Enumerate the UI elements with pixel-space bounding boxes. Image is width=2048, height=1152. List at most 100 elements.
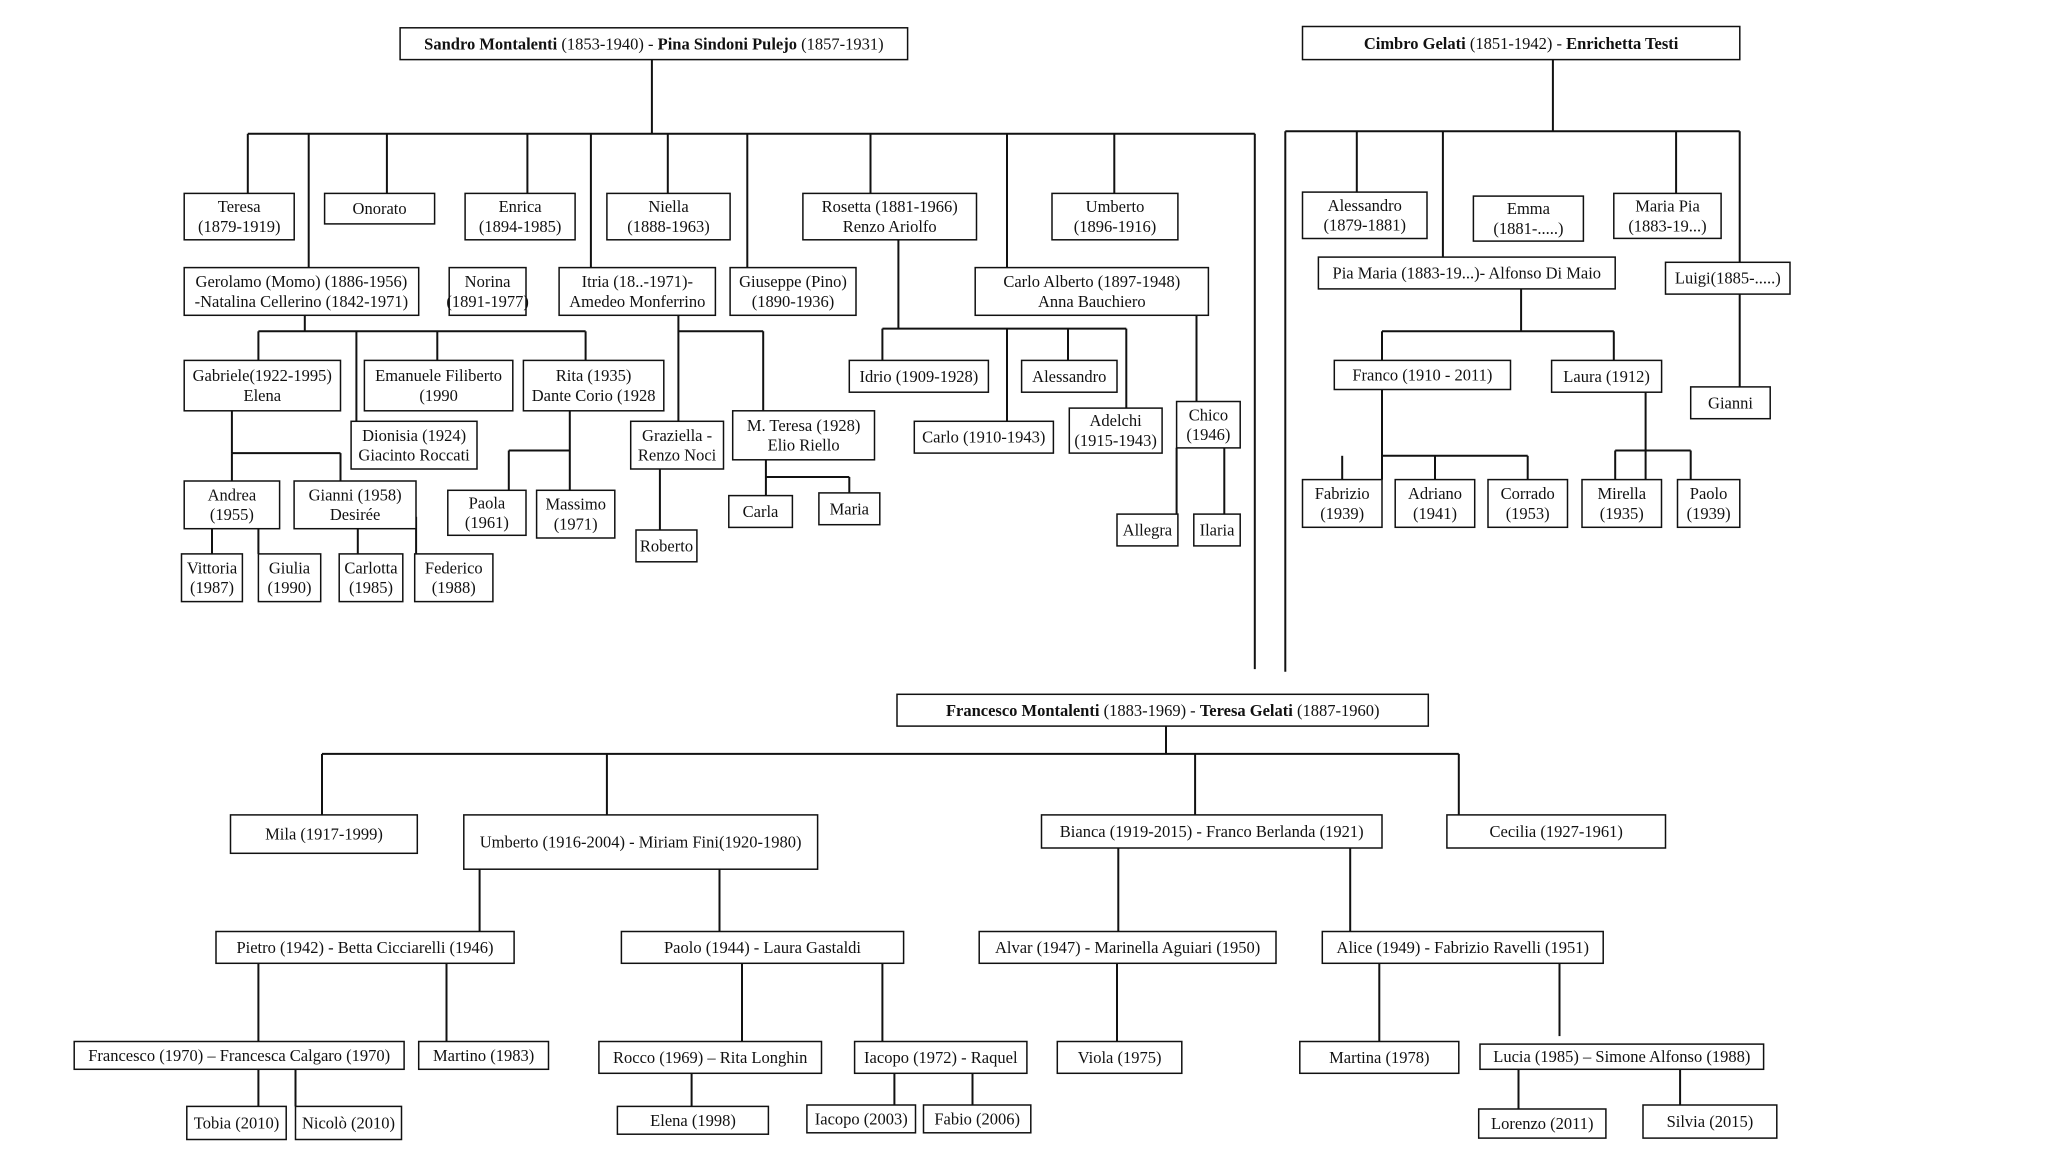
node-box [1479, 1043, 1765, 1071]
person-node-vittoria: Vittoria(1987) [180, 553, 244, 603]
person-node-fabio: Fabio (2006) [922, 1104, 1032, 1134]
node-text: (1887-1960) [1293, 701, 1380, 720]
node-label: Bianca (1919-2015) - Franco Berlanda (19… [1060, 822, 1364, 841]
node-box [1613, 192, 1722, 240]
node-label: Carlo (1910-1943) [922, 428, 1045, 447]
node-label: Idrio (1909-1928) [860, 367, 979, 386]
node-box [73, 1040, 405, 1071]
node-label: (1881-.....) [1493, 219, 1563, 238]
node-label: Umberto (1916-2004) - Miriam Fini(1920-1… [480, 833, 802, 852]
node-box [728, 494, 794, 529]
node-label: (1894-1985) [479, 217, 561, 236]
person-node-roberto: Roberto [635, 529, 698, 563]
node-name-bold: Enrichetta Testi [1566, 34, 1679, 53]
node-text: (1857-1931) [797, 34, 884, 53]
node-box [535, 489, 616, 539]
node-label: (1891-1977) [446, 292, 528, 311]
node-box [1689, 386, 1771, 420]
person-node-allegra: Allegra [1116, 513, 1179, 547]
node-box [463, 814, 819, 870]
node-box [616, 1105, 770, 1135]
node-box [606, 192, 731, 241]
person-node-franco-1910: Franco (1910 - 2011) [1333, 359, 1512, 391]
node-label: Dionisia (1924) [362, 426, 466, 445]
node-label: Gerolamo (Momo) (1886-1956) [196, 272, 408, 291]
node-box [853, 1040, 1028, 1075]
person-node-martino: Martino (1983) [417, 1040, 550, 1071]
node-label: Emma [1507, 199, 1551, 218]
node-label: Roberto [640, 536, 693, 555]
node-label: Dante Corio (1928 [532, 386, 656, 405]
person-node-francesco-1970: Francesco (1970) – Francesca Calgaro (19… [73, 1040, 405, 1071]
node-box [729, 266, 857, 317]
person-node-paolo-1939: Paolo(1939) [1676, 478, 1741, 529]
node-label: Renzo Ariolfo [843, 217, 937, 236]
node-box [978, 930, 1277, 965]
person-node-bianca: Bianca (1919-2015) - Franco Berlanda (19… [1040, 814, 1383, 849]
person-node-maria-pia: Maria Pia(1883-19...) [1613, 192, 1722, 240]
node-label: Adriano [1408, 484, 1462, 503]
node-label: Mirella [1598, 484, 1647, 503]
node-box [848, 359, 990, 393]
person-node-alice: Alice (1949) - Fabrizio Ravelli (1951) [1321, 930, 1604, 965]
node-label: Laura (1912) [1563, 367, 1650, 386]
person-node-federico: Federico(1988) [413, 553, 494, 603]
person-node-norina: Norina(1891-1977) [446, 266, 529, 317]
person-node-carlotta: Carlotta(1985) [338, 553, 404, 603]
person-node-itria: Itria (18..-1971)-Amedeo Monferrino [558, 266, 717, 317]
node-label: Tobia (2010) [194, 1113, 279, 1132]
node-label: Onorato [353, 199, 407, 218]
person-node-tobia: Tobia (2010) [186, 1105, 287, 1141]
node-label: Gianni (1958) [309, 485, 402, 504]
node-box [1051, 192, 1179, 241]
node-label: M. Teresa (1928) [747, 416, 861, 435]
node-label: Lucia (1985) – Simone Alfonso (1988) [1493, 1047, 1750, 1066]
node-label: Niella [648, 197, 689, 216]
node-box [620, 930, 905, 965]
node-box [913, 420, 1055, 454]
person-node-gianni-1958: Gianni (1958)Desirée [293, 480, 417, 530]
person-node-mila: Mila (1917-1999) [229, 814, 419, 855]
node-label: Giacinto Roccati [358, 446, 470, 465]
person-node-corrado: Corrado(1953) [1487, 478, 1569, 529]
node-label: Martino (1983) [433, 1046, 534, 1065]
person-node-dionisia: Dionisia (1924)Giacinto Roccati [350, 420, 478, 470]
node-box [1477, 1108, 1607, 1139]
person-node-emma: Emma(1881-.....) [1472, 195, 1585, 242]
node-box [974, 266, 1210, 317]
node-label: Carlo Alberto (1897-1948) [1003, 272, 1180, 291]
node-label: Alessandro [1032, 367, 1106, 386]
person-node-graziella: Graziella -Renzo Noci [629, 420, 725, 470]
node-box [896, 693, 1430, 727]
node-name-bold: Pina Sindoni Pulejo [658, 34, 797, 53]
node-box [818, 492, 881, 526]
person-node-umberto-1896: Umberto(1896-1916) [1051, 192, 1179, 241]
node-label: Umberto [1086, 197, 1145, 216]
node-box [447, 489, 527, 537]
node-box [215, 930, 515, 965]
node-box [294, 1105, 403, 1141]
person-node-luigi: Luigi(1885-.....) [1664, 261, 1791, 295]
person-node-alessandro-a: Alessandro [1020, 359, 1118, 393]
node-label: Elena (1998) [650, 1111, 736, 1130]
node-label: Giulia [269, 558, 311, 577]
person-node-ilaria: Ilaria [1193, 513, 1241, 547]
node-label: (1935) [1600, 504, 1644, 523]
node-box [183, 192, 295, 241]
node-box [1193, 513, 1241, 547]
node-label: Silvia (2015) [1667, 1112, 1754, 1131]
node-box [1020, 359, 1118, 393]
node-box [464, 192, 576, 241]
node-label: -Natalina Cellerino (1842-1971) [195, 292, 409, 311]
node-label: (1890-1936) [752, 292, 834, 311]
node-label: Graziella - [642, 426, 712, 445]
person-node-adelchi: Adelchi(1915-1943) [1068, 407, 1163, 454]
node-box [399, 27, 909, 61]
node-label: Maria [830, 499, 870, 518]
node-name-bold: Cimbro Gelati [1364, 34, 1466, 53]
person-node-martina: Martina (1978) [1299, 1040, 1460, 1075]
node-box [448, 266, 527, 317]
node-label: Iacopo (1972) - Raquel [864, 1048, 1018, 1067]
node-label: (1879-1881) [1324, 216, 1406, 235]
